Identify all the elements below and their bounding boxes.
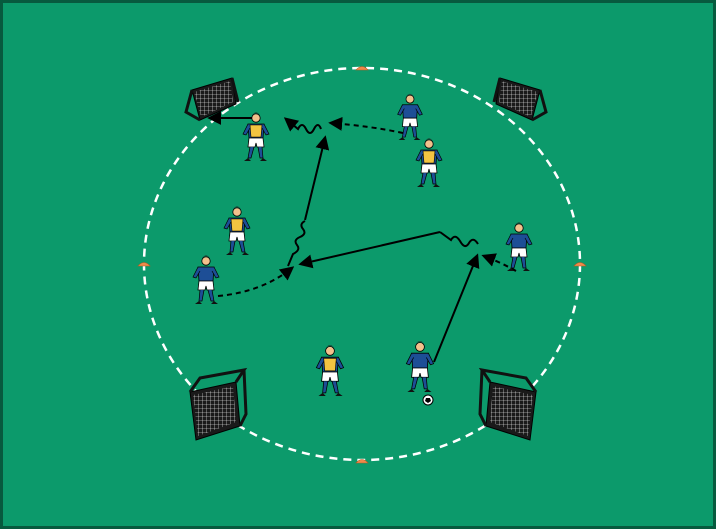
soccer-ball-icon: [422, 394, 434, 406]
dribble-path: [287, 220, 306, 267]
pass-arrow: [304, 135, 330, 221]
run-arrow: [217, 266, 295, 297]
cone-icon: [573, 262, 587, 267]
run-arrow: [481, 253, 517, 272]
run-arrow: [328, 116, 404, 134]
cone-icon: [355, 459, 369, 464]
pass-arrow: [298, 231, 441, 269]
pass-arrows: [207, 111, 480, 363]
cone-icon: [137, 262, 151, 267]
cone-icon: [355, 66, 369, 71]
pass-arrow: [433, 253, 480, 363]
run-arrows: [217, 116, 517, 297]
dribble-paths: [283, 117, 479, 267]
dribble-path: [439, 231, 479, 247]
dribble-path: [283, 117, 322, 134]
